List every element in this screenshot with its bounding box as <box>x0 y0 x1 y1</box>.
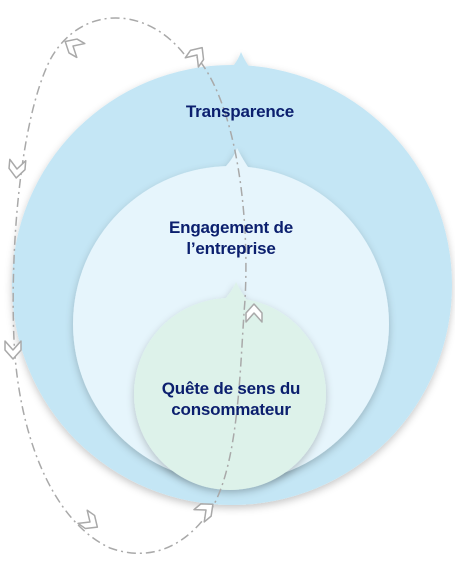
chevron-arrow-icon <box>8 158 27 179</box>
arrow-icon-left-low <box>4 340 22 360</box>
inner-layer-label-line-1: Quête de sens du <box>161 379 301 398</box>
middle-layer-label-line-2: l’entreprise <box>186 239 276 258</box>
outer-layer-label: Transparence <box>140 101 340 122</box>
arrow-icon-top-right <box>184 46 205 68</box>
dashed-cycle-path <box>12 17 247 555</box>
middle-layer-label: Engagement de l’entreprise <box>131 217 331 259</box>
arrow-icon-top-left <box>64 38 86 59</box>
inner-circle <box>134 298 326 490</box>
chevron-arrow-icon <box>245 303 263 323</box>
arrow-icon-left-mid <box>8 158 27 179</box>
chevron-arrow-icon <box>4 340 22 360</box>
arrow-icon-center <box>245 303 263 323</box>
outer-speech-tail <box>221 52 260 78</box>
chevron-arrow-icon <box>64 38 86 59</box>
arrow-icon-bottom-left <box>77 509 99 530</box>
chevron-arrow-icon <box>193 503 214 523</box>
inner-layer <box>134 282 326 490</box>
inner-speech-tail <box>222 282 248 302</box>
inner-layer-label: Quête de sens du consommateur <box>131 378 331 420</box>
middle-speech-tail <box>222 148 250 170</box>
chevron-arrow-icon <box>184 46 205 68</box>
outer-layer-label-line: Transparence <box>185 102 295 121</box>
inner-layer-label-line-2: consommateur <box>171 400 291 419</box>
chevron-arrow-icon <box>77 509 99 530</box>
arrow-icon-bottom-right <box>193 503 214 523</box>
middle-layer-label-line-1: Engagement de <box>169 218 293 237</box>
